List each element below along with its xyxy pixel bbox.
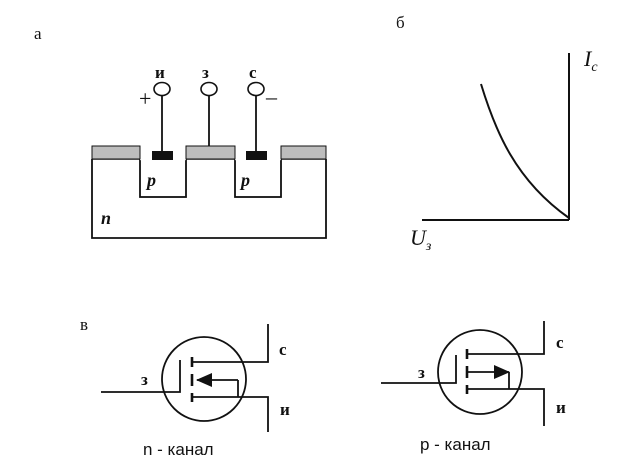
- drain-contact: [246, 151, 267, 160]
- oxide-middle: [185, 145, 236, 160]
- p-gate-line: [381, 355, 457, 384]
- characteristic-curve: [480, 83, 570, 219]
- transfer-characteristic: Iс Uз: [410, 46, 598, 254]
- p-channel-symbol: з с и p - канал: [381, 321, 566, 454]
- p-source-label: и: [556, 398, 566, 417]
- panel-b-label: б: [396, 13, 405, 32]
- p-gate-label: з: [418, 363, 425, 382]
- n-channel-circle: [161, 336, 247, 422]
- n-channel-caption: n - канал: [143, 440, 214, 459]
- drain-label: с: [249, 63, 257, 82]
- n-gate-line: [101, 360, 181, 393]
- p-well-left-label: p: [145, 170, 156, 190]
- gate-terminal: [200, 81, 218, 97]
- source-sign: +: [139, 86, 151, 111]
- p-drain-label: с: [556, 333, 564, 352]
- p-channel-circle: [437, 329, 523, 415]
- drain-terminal: [247, 81, 265, 97]
- n-channel-symbol: з с и n - канал: [101, 324, 290, 459]
- substrate-outline: [91, 159, 327, 239]
- n-gate-label: з: [141, 370, 148, 389]
- p-well-right-label: p: [239, 170, 250, 190]
- p-source-line: [467, 388, 545, 426]
- n-arrow-icon: [196, 373, 212, 387]
- y-axis-label: Iс: [583, 46, 598, 75]
- x-axis-label: Uз: [410, 225, 432, 254]
- n-drain-line: [192, 324, 269, 363]
- drain-sign: –: [265, 84, 278, 109]
- p-well-right: [234, 158, 282, 198]
- source-label: и: [155, 63, 165, 82]
- source-terminal: [153, 81, 171, 97]
- n-drain-label: с: [279, 340, 287, 359]
- panel-v-label: в: [80, 315, 88, 334]
- p-well-left: [139, 158, 187, 198]
- oxide-right: [280, 145, 327, 160]
- oxide-left: [91, 145, 141, 160]
- mos-structure: и з с + – p p n: [91, 63, 327, 239]
- substrate-label: n: [101, 208, 111, 228]
- p-channel-caption: p - канал: [420, 435, 491, 454]
- p-drain-line: [467, 321, 545, 355]
- p-arrow-icon: [494, 365, 510, 379]
- n-source-line: [192, 396, 269, 432]
- panel-a-label: а: [34, 24, 42, 43]
- n-source-label: и: [280, 400, 290, 419]
- source-contact: [152, 151, 173, 160]
- gate-label: з: [202, 63, 209, 82]
